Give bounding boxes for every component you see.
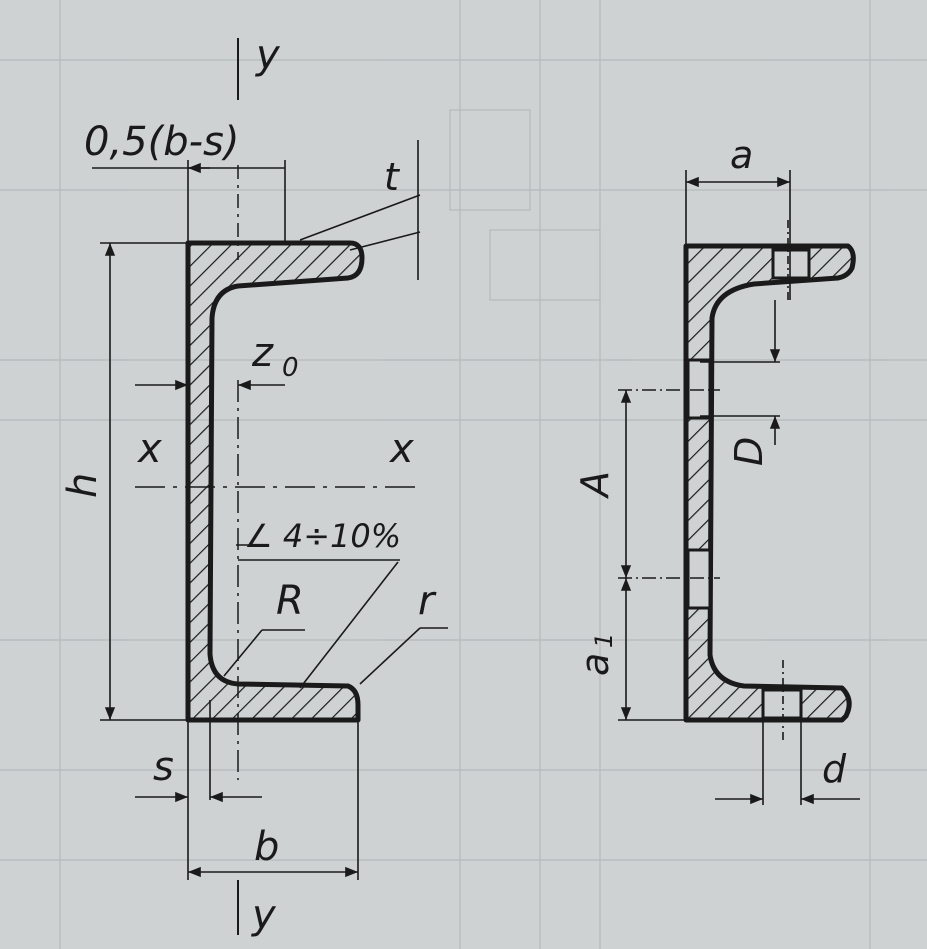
label-r: r — [418, 578, 437, 624]
label-slope: ∠ 4÷10% — [244, 517, 401, 555]
label-a1: a — [573, 653, 617, 676]
labels: y 0,5(b-s) t z 0 x x h ∠ 4÷10% R r s b y… — [60, 32, 847, 938]
label-half-b-minus-s: 0,5(b-s) — [84, 119, 240, 165]
label-a: a — [730, 133, 753, 177]
channel-cross-section-with-holes — [683, 243, 856, 723]
channel-profile-left — [185, 240, 365, 723]
label-y-top: y — [255, 32, 281, 78]
label-h: h — [60, 473, 106, 498]
dimension-lines-right — [618, 170, 860, 805]
label-z0-subscript: 0 — [282, 353, 299, 383]
label-a1-subscript: 1 — [590, 633, 618, 648]
label-A: A — [573, 471, 617, 500]
label-D: D — [727, 437, 771, 466]
channel-profile-right — [683, 243, 856, 723]
label-x-right: x — [388, 426, 414, 472]
label-t: t — [384, 155, 401, 199]
label-z0: z — [251, 330, 274, 376]
dimension-lines-left — [92, 140, 448, 880]
label-R: R — [276, 578, 304, 624]
label-d: d — [822, 747, 847, 791]
channel-cross-section — [185, 240, 365, 723]
label-y-bottom: y — [251, 892, 277, 938]
label-x-left: x — [136, 426, 162, 472]
label-s: s — [153, 744, 174, 790]
label-b: b — [254, 824, 279, 870]
axis-lines-left — [135, 38, 420, 935]
